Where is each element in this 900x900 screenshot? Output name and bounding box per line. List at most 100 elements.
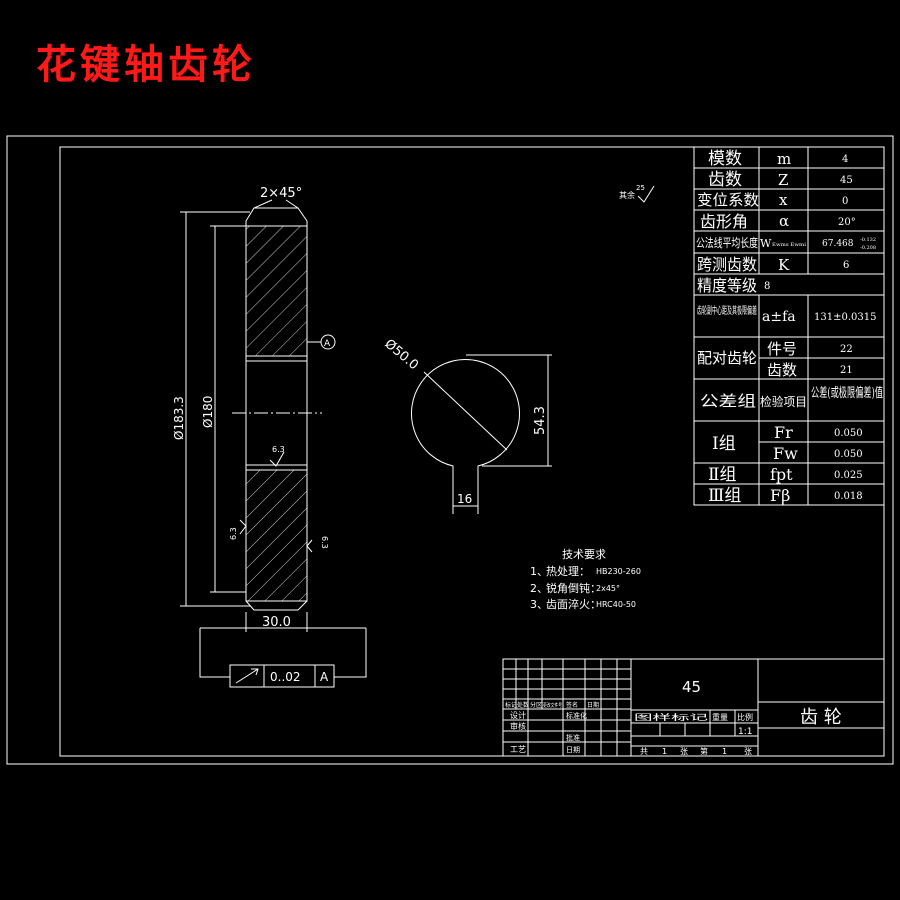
svg-text:齿形角: 齿形角 [700,212,748,231]
svg-text:67.468: 67.468 [822,239,854,249]
svg-text:20°: 20° [838,217,856,228]
svg-text:Ⅰ组: Ⅰ组 [712,434,736,454]
tech-title: 技术要求 [562,548,606,561]
svg-text:签名: 签名 [566,701,578,709]
svg-text:1: 1 [722,747,727,756]
svg-text:件号: 件号 [767,340,797,358]
svg-text:0: 0 [842,196,848,207]
bore-view: Ø50.0 54.3 16 [381,337,552,514]
svg-text:张: 张 [744,747,752,756]
dim-keyway-width: 16 [457,492,472,506]
svg-text:6: 6 [843,260,849,271]
svg-text:检验项目: 检验项目 [760,394,807,409]
svg-text:a±fa: a±fa [762,309,796,325]
chamfer-label: 2×45° [260,186,302,201]
svg-text:25: 25 [636,184,645,192]
roughness-symbol-top [269,451,285,467]
svg-text:齿数: 齿数 [767,361,797,379]
dim-root-diameter: Ø180 [201,396,215,428]
svg-text:变位系数: 变位系数 [697,191,759,209]
svg-text:131±0.0315: 131±0.0315 [814,312,876,323]
part-name-label: 齿 轮 [800,707,842,728]
roughness-symbol-left [239,519,247,535]
gear-parameter-table: 模数 m 4 齿数 Z 45 变位系数 x 0 齿形角 α 20° 公法线平均长… [693,146,885,506]
svg-text:公差(或极限偏差)值: 公差(或极限偏差)值 [811,385,883,401]
dim-width: 30.0 [262,615,291,630]
svg-text:4: 4 [842,154,848,165]
svg-text:6.3: 6.3 [272,445,285,454]
bore-keyway-outline [411,358,520,507]
svg-text:图样标记: 图样标记 [634,712,708,722]
svg-text:2、: 2、 [530,582,548,595]
outer-border [6,135,894,765]
dim-bore-height: 54.3 [533,406,548,435]
tech-requirements: 技术要求 1、 热处理： HB230-260 2、 锐角倒钝： 2x45° 3、… [530,548,641,611]
svg-text:齿数: 齿数 [708,170,742,190]
svg-text:设计: 设计 [510,710,526,720]
roughness-symbol-right [306,539,313,553]
svg-text:Fβ: Fβ [770,486,790,505]
svg-text:0.050: 0.050 [834,428,863,439]
svg-text:齿面淬火：: 齿面淬火： [546,597,601,611]
svg-text:Ⅱ组: Ⅱ组 [708,465,737,485]
svg-text:张: 张 [680,747,688,756]
svg-text:K: K [778,256,790,274]
svg-text:A: A [324,339,331,349]
svg-text:公法线平均长度: 公法线平均长度 [696,235,758,250]
svg-text:0.050: 0.050 [834,449,863,460]
svg-text:配对齿轮: 配对齿轮 [697,349,757,367]
svg-text:W: W [760,237,772,250]
dim-bore-diameter: Ø50.0 [381,337,421,374]
svg-text:Fr: Fr [774,423,793,442]
svg-text:批准: 批准 [566,733,580,742]
svg-text:精度等级: 精度等级 [697,276,757,295]
svg-text:其余: 其余 [619,190,635,200]
runout-tolerance-frame [229,664,335,688]
svg-text:0.025: 0.025 [834,470,863,481]
svg-text:公差组: 公差组 [700,392,756,410]
svg-text:HRC40-50: HRC40-50 [596,600,636,609]
svg-text:Z: Z [778,171,788,189]
svg-text:跨测齿数: 跨测齿数 [697,255,757,274]
svg-text:Ⅲ组: Ⅲ组 [708,486,741,506]
gear-hatch-top [245,225,308,357]
drawing-title: 花键轴齿轮 [36,41,256,88]
svg-text:2x45°: 2x45° [596,584,620,593]
center-distance-label: 齿轮副中心距及其极限偏差 [697,304,757,317]
svg-text:Ewms Ewmi: Ewms Ewmi [772,242,806,248]
svg-text:6.3: 6.3 [229,527,238,540]
title-block: 45 齿 轮 标记 处数 分区 更改文件号 签名 日期 设计 审核 工艺 标准化… [502,658,885,757]
svg-text:共: 共 [640,747,648,756]
svg-text:-0.208: -0.208 [860,245,876,251]
svg-text:更改文件号: 更改文件号 [543,702,562,709]
svg-text:1、: 1、 [530,565,548,578]
svg-text:0..02: 0..02 [270,670,301,684]
svg-text:0.018: 0.018 [834,491,863,502]
svg-text:α: α [779,212,789,230]
svg-text:比例: 比例 [737,712,753,722]
svg-text:标记: 标记 [505,701,517,709]
svg-text:模数: 模数 [708,149,742,169]
gear-outline [245,207,308,611]
svg-text:审核: 审核 [510,721,526,731]
svg-text:HB230-260: HB230-260 [596,567,641,576]
svg-text:A: A [320,670,329,684]
gear-hatch-bottom [245,469,308,602]
svg-text:标准化: 标准化 [566,711,587,720]
svg-text:处数: 处数 [517,701,529,709]
svg-text:22: 22 [840,344,853,355]
svg-text:日期: 日期 [587,701,599,709]
svg-text:日期: 日期 [566,746,580,754]
svg-text:锐角倒钝：: 锐角倒钝： [546,581,601,595]
svg-text:热处理：: 热处理： [546,565,590,578]
general-roughness: 其余 25 [619,184,655,203]
svg-text:Fw: Fw [773,444,798,463]
svg-text:1:1: 1:1 [738,727,752,737]
gear-section-view: 2×45° Ø183.3 Ø180 30.0 A 6.3 6.3 6.3 [172,186,367,688]
svg-text:6.3: 6.3 [320,536,329,549]
svg-text:fpt: fpt [770,465,793,484]
svg-text:工艺: 工艺 [510,745,526,754]
dim-outer-diameter: Ø183.3 [172,396,186,440]
runout-icon [235,668,259,684]
